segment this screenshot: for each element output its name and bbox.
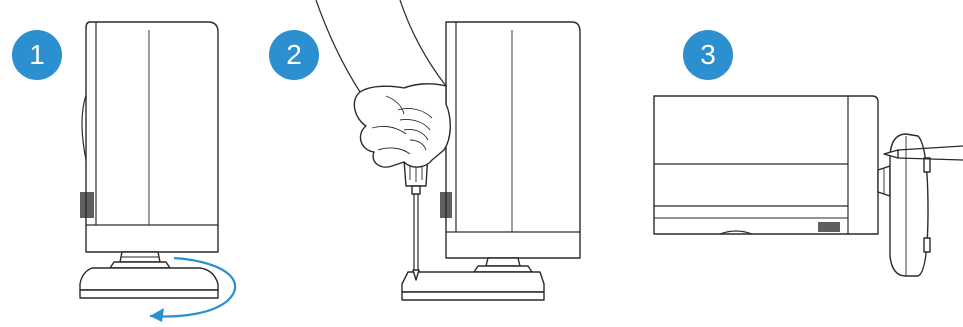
step-3-illustration [654, 96, 963, 276]
camera-base-plate [402, 272, 544, 300]
step-1-illustration [80, 22, 235, 322]
camera-body-front-view [80, 22, 218, 252]
camera-body-side-view [654, 96, 878, 234]
hand-icon [316, 0, 450, 167]
step-2-illustration [316, 0, 580, 300]
step-3-badge: 3 [683, 30, 733, 80]
camera-stand-neck [110, 252, 170, 268]
step-2-badge: 2 [269, 30, 319, 80]
step-1-badge: 1 [12, 30, 62, 80]
camera-stand-neck [878, 166, 890, 196]
camera-base-plate [80, 268, 218, 298]
camera-stand-neck [474, 258, 532, 272]
step-number: 2 [286, 39, 302, 71]
step-number: 3 [700, 39, 716, 71]
step-number: 1 [29, 39, 45, 71]
camera-body-front-view [440, 22, 580, 258]
